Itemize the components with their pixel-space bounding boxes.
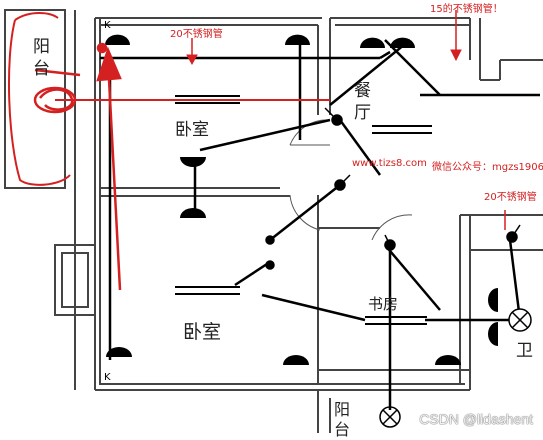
room-label-study: 书房 bbox=[368, 295, 399, 313]
lamp-icon bbox=[488, 288, 498, 312]
lamp-icon bbox=[180, 208, 206, 218]
lamp-icon bbox=[180, 157, 206, 167]
switch-label-bottom: K bbox=[104, 372, 111, 383]
note-pipe-right: 20不锈钢管 bbox=[484, 192, 537, 203]
wiring bbox=[100, 39, 540, 410]
walls bbox=[4, 9, 543, 433]
switches bbox=[265, 107, 521, 270]
lamp-icon bbox=[283, 355, 309, 365]
room-label-balcony-bottom: 阳台 bbox=[334, 400, 351, 439]
red-arrow bbox=[106, 59, 122, 291]
ceiling-lamps bbox=[105, 34, 498, 365]
watermark: CSDN @lidashent bbox=[419, 411, 533, 427]
lamp-icon bbox=[488, 322, 498, 346]
note-website: www.tizs8.com bbox=[352, 158, 427, 169]
lamp-icon bbox=[105, 34, 130, 45]
doors bbox=[289, 119, 413, 241]
red-annotations bbox=[8, 10, 506, 291]
note-pipe-corner: 15的不锈钢管！ bbox=[430, 4, 503, 15]
room-label-bedroom-lower: 卧室 bbox=[183, 321, 222, 343]
room-label-balcony-top: 阳台 bbox=[33, 37, 50, 79]
room-label-dining: 餐厅 bbox=[354, 81, 371, 123]
switch-icon bbox=[265, 235, 275, 245]
switch-label-top: K bbox=[104, 20, 111, 31]
balcony-lamp-icon bbox=[379, 406, 401, 428]
lamp-icon bbox=[106, 347, 132, 357]
exhaust-fan-icon bbox=[508, 308, 532, 332]
note-wechat: 微信公众号：mgzs1906 bbox=[432, 162, 543, 173]
windows bbox=[175, 95, 432, 325]
note-pipe-top: 20不锈钢管 bbox=[170, 29, 223, 40]
lamp-icon bbox=[285, 34, 310, 45]
lamp-icon bbox=[360, 37, 385, 48]
room-label-bathroom: 卫 bbox=[516, 341, 533, 361]
lamp-icon bbox=[435, 355, 461, 365]
lamp-icon bbox=[390, 37, 415, 48]
room-label-bedroom-upper: 卧室 bbox=[175, 120, 209, 140]
switch-icon bbox=[265, 260, 275, 270]
